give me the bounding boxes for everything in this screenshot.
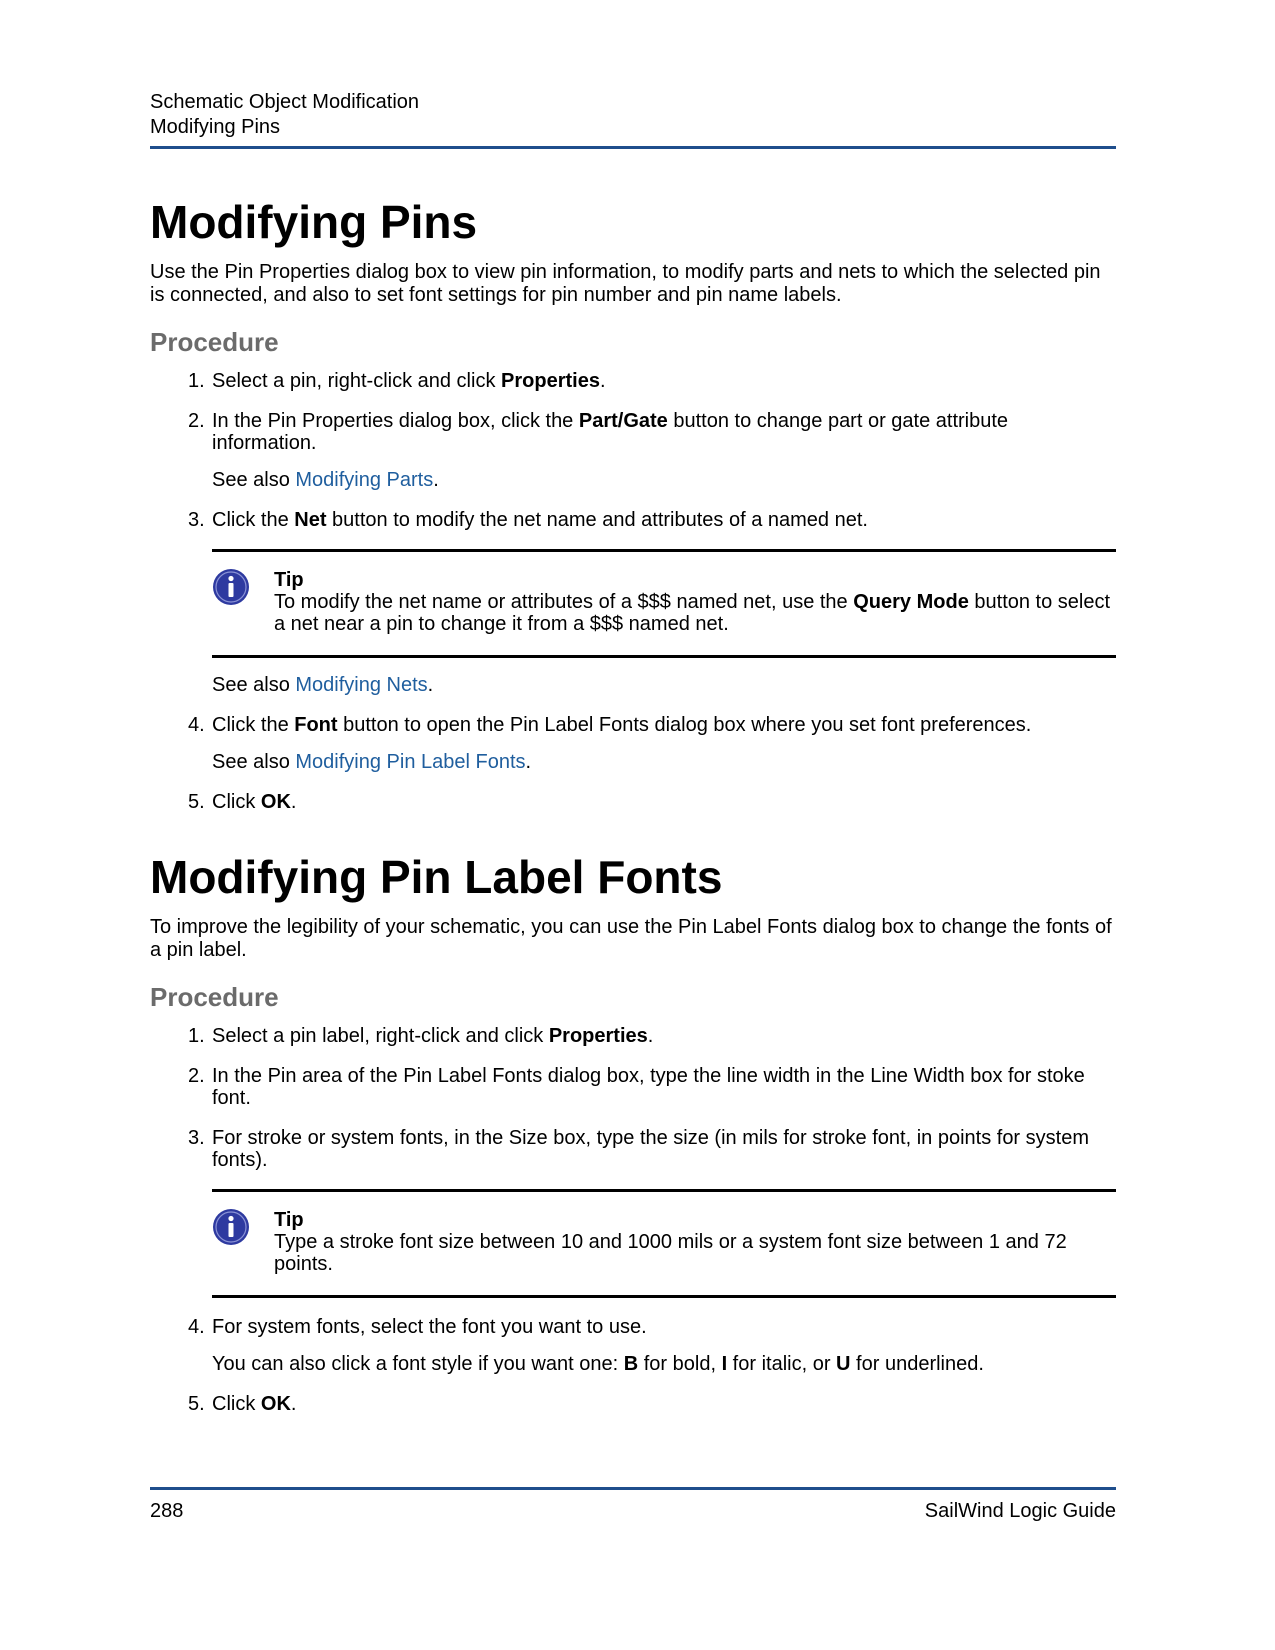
step-number: 2.: [188, 1065, 205, 1087]
step-text: .: [647, 1025, 654, 1047]
step-text: Click: [212, 791, 261, 813]
link-modifying-pin-label-fonts[interactable]: Modifying Pin Label Fonts: [295, 751, 526, 773]
step-number: 1.: [188, 1025, 205, 1047]
see-also: See also Modifying Nets.: [212, 674, 1116, 696]
running-header: Schematic Object Modification Modifying …: [150, 90, 1116, 140]
step-text: button to modify the net name and attrib…: [326, 509, 868, 531]
link-modifying-parts[interactable]: Modifying Parts: [295, 469, 434, 491]
step-bold-term: OK: [260, 1393, 291, 1415]
procedure-step: 5. Click OK.: [150, 791, 1116, 813]
tip-bold-term: Query Mode: [853, 591, 969, 613]
tip-title: Tip: [274, 569, 304, 591]
step-detail-text: for underlined.: [850, 1353, 984, 1375]
step-text: .: [290, 1393, 297, 1415]
see-also-suffix: .: [427, 674, 434, 696]
step-text: For system fonts, select the font you wa…: [212, 1316, 647, 1338]
link-modifying-nets[interactable]: Modifying Nets: [295, 674, 428, 696]
step-number: 2.: [188, 410, 205, 432]
procedure-step: 4. For system fonts, select the font you…: [150, 1316, 1116, 1375]
tip-text: To modify the net name or attributes of …: [274, 591, 854, 613]
page-content: Schematic Object Modification Modifying …: [150, 90, 1116, 1433]
page-number: 288: [150, 1500, 184, 1522]
step-number: 4.: [188, 1316, 205, 1338]
guide-title: SailWind Logic Guide: [924, 1500, 1116, 1522]
bold-style-letter: B: [623, 1353, 639, 1375]
section-title-modifying-pins: Modifying Pins: [150, 196, 478, 248]
underline-style-letter: U: [836, 1353, 851, 1375]
italic-style-letter: I: [721, 1353, 728, 1375]
procedure-steps: 1. Select a pin, right-click and click P…: [150, 370, 1116, 813]
tip-box: Tip To modify the net name or attributes…: [212, 549, 1116, 658]
step-text: button to open the Pin Label Fonts dialo…: [337, 714, 1032, 736]
procedure-step: 1. Select a pin, right-click and click P…: [150, 370, 1116, 392]
tip-body: Tip Type a stroke font size between 10 a…: [274, 1209, 1116, 1275]
procedure-step: 5. Click OK.: [150, 1393, 1116, 1415]
procedure-step: 2. In the Pin area of the Pin Label Font…: [150, 1065, 1116, 1109]
step-detail-text: You can also click a font style if you w…: [212, 1353, 624, 1375]
step-text: Select a pin label, right-click and clic…: [212, 1025, 549, 1047]
step-text: button to change part or gate attribute …: [212, 410, 1009, 454]
step-text: Click: [212, 1393, 261, 1415]
procedure-steps: 1. Select a pin label, right-click and c…: [150, 1025, 1116, 1415]
see-also: See also Modifying Parts.: [212, 469, 1116, 491]
step-number: 5.: [188, 791, 205, 813]
see-also-prefix: See also: [212, 751, 296, 773]
step-bold-term: Part/Gate: [578, 410, 668, 432]
step-number: 1.: [188, 370, 205, 392]
procedure-heading: Procedure: [150, 982, 279, 1012]
info-icon: [213, 1209, 249, 1245]
step-text: Click the: [212, 714, 295, 736]
step-bold-term: OK: [260, 791, 291, 813]
step-bold-term: Net: [294, 509, 327, 531]
step-detail-text: for italic, or: [727, 1353, 837, 1375]
section-title-modifying-pin-label-fonts: Modifying Pin Label Fonts: [150, 851, 723, 903]
step-bold-term: Properties: [501, 370, 600, 392]
procedure-heading: Procedure: [150, 327, 279, 357]
step-number: 4.: [188, 714, 205, 736]
step-text: .: [290, 791, 297, 813]
tip-title: Tip: [274, 1209, 304, 1231]
step-detail-text: for bold,: [638, 1353, 722, 1375]
header-chapter: Schematic Object Modification: [150, 91, 420, 113]
step-text: In the Pin area of the Pin Label Fonts d…: [212, 1065, 1085, 1109]
step-text: Select a pin, right-click and click: [212, 370, 502, 392]
procedure-step: 3. For stroke or system fonts, in the Si…: [150, 1127, 1116, 1298]
see-also-prefix: See also: [212, 674, 296, 696]
header-rule: [150, 146, 1116, 149]
step-text: Click the: [212, 509, 295, 531]
step-text: In the Pin Properties dialog box, click …: [212, 410, 579, 432]
section-intro: Use the Pin Properties dialog box to vie…: [150, 261, 1101, 306]
tip-body: Tip To modify the net name or attributes…: [274, 569, 1116, 635]
see-also: See also Modifying Pin Label Fonts.: [212, 751, 1116, 773]
tip-text: button to select a net near a pin to cha…: [274, 591, 1111, 635]
step-number: 3.: [188, 509, 205, 531]
procedure-step: 3. Click the Net button to modify the ne…: [150, 509, 1116, 696]
step-number: 5.: [188, 1393, 205, 1415]
header-section: Modifying Pins: [150, 116, 281, 138]
footer-rule: [150, 1487, 1116, 1490]
see-also-prefix: See also: [212, 469, 296, 491]
procedure-step: 2. In the Pin Properties dialog box, cli…: [150, 410, 1116, 491]
step-bold-term: Font: [294, 714, 338, 736]
see-also-suffix: .: [525, 751, 532, 773]
section-intro: To improve the legibility of your schema…: [150, 916, 1112, 961]
tip-text: Type a stroke font size between 10 and 1…: [274, 1231, 1067, 1275]
procedure-step: 1. Select a pin label, right-click and c…: [150, 1025, 1116, 1047]
procedure-step: 4. Click the Font button to open the Pin…: [150, 714, 1116, 773]
step-detail: You can also click a font style if you w…: [212, 1353, 1116, 1375]
step-number: 3.: [188, 1127, 205, 1149]
step-bold-term: Properties: [548, 1025, 648, 1047]
see-also-suffix: .: [433, 469, 439, 491]
step-text: .: [599, 370, 606, 392]
info-icon: [213, 569, 249, 605]
step-text: For stroke or system fonts, in the Size …: [212, 1127, 1089, 1171]
tip-box: Tip Type a stroke font size between 10 a…: [212, 1189, 1116, 1298]
